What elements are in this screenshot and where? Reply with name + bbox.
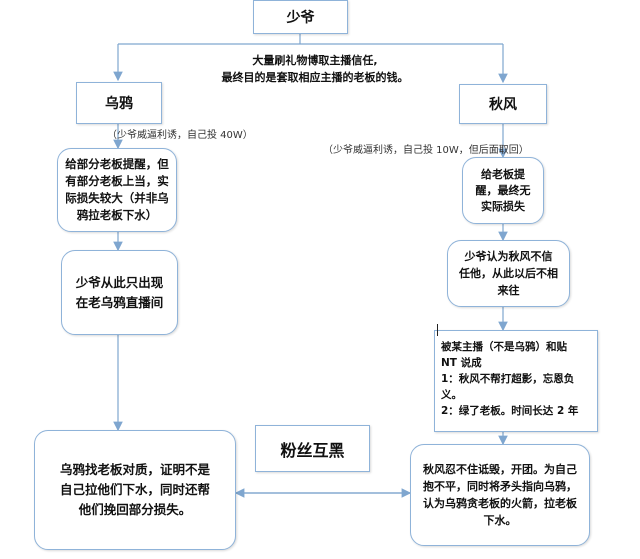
intro-line-1: 大量刷礼物博取主播信任,	[252, 54, 378, 67]
node-fans-conflict: 粉丝互黑	[255, 425, 370, 472]
node-wuya: 乌鸦	[76, 82, 162, 124]
right-step-1: 给老板提 醒，最终无 实际损失	[462, 157, 544, 224]
right-step-2: 少爷认为秋风不信 任他，从此以后不相 来往	[447, 240, 570, 307]
text-cursor-icon	[437, 324, 438, 336]
node-qiufeng: 秋风	[459, 84, 547, 124]
intro-line-2: 最终目的是套取相应主播的老板的钱。	[221, 71, 409, 84]
node-qiufeng-label: 秋风	[489, 97, 517, 113]
node-shaoye: 少爷	[253, 0, 348, 34]
node-shaoye-label: 少爷	[286, 10, 315, 26]
right-step-4: 秋风忍不住诋毁，开团。为自己 抱不平，同时将矛头指向乌鸦， 认为乌鸦贪老板的火箭…	[410, 444, 590, 546]
note-qiufeng: （少爷威逼利诱，自己投 10W，但后面取回）	[323, 145, 529, 156]
left-step-3: 乌鸦找老板对质，证明不是 自己拉他们下水，同时还帮 他们挽回部分损失。	[34, 430, 236, 550]
left-step-2: 少爷从此只出现 在老乌鸦直播间	[61, 250, 178, 335]
note-wuya: （少爷威逼利诱，自己投 40W）	[107, 130, 253, 141]
right-step-3: 被某主播（不是乌鸦）和贴 NT 说成 1：秋风不帮打超影，忘恩负 义。 2：绿了…	[434, 330, 598, 432]
node-wuya-label: 乌鸦	[105, 96, 133, 112]
left-step-1: 给部分老板提醒，但 有部分老板上当，实 际损失较大（并非乌 鸦拉老板下水）	[57, 148, 177, 232]
intro-text: 大量刷礼物博取主播信任, 最终目的是套取相应主播的老板的钱。	[200, 52, 430, 86]
node-fans-conflict-label: 粉丝互黑	[280, 440, 345, 460]
